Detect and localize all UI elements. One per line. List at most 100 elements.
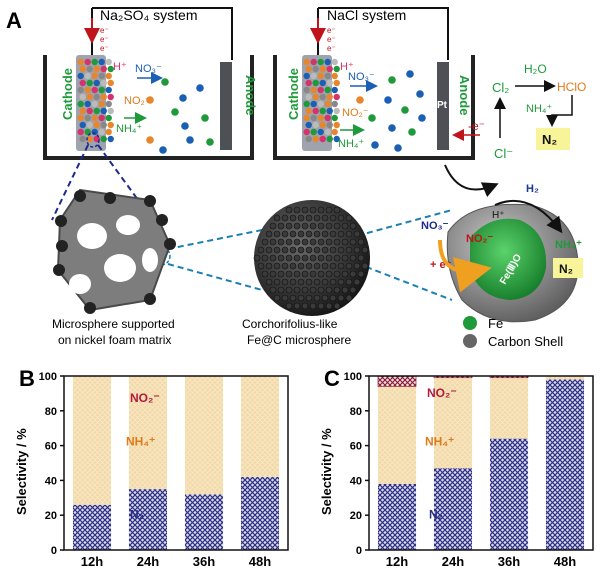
sphere-bump [253,254,261,262]
cathode-particle [333,79,340,87]
sphere-bump [301,302,309,310]
sphere-bump [273,278,281,286]
cathode-particle [107,107,114,115]
cathode-particle [91,100,98,108]
sphere-bump [277,254,285,262]
cathode-particle [98,72,105,80]
cathode-particle [326,107,333,115]
nacl-system-label: NaCl system [327,7,406,23]
sphere-bump [261,270,269,278]
legend-fe-swatch [463,316,477,330]
sphere-bump [289,278,297,286]
cathode-particle [79,93,86,101]
y-tick-label: 60 [45,441,57,453]
sphere-bump [337,278,345,286]
legend-carbon-label: Carbon Shell [488,334,563,349]
sphere-bump [277,222,285,230]
cathode-particle [331,86,338,94]
bar-segment [128,489,168,550]
sphere-bump [285,206,293,214]
cathode-particle [77,86,84,94]
mech-n2-label: N₂ [559,262,573,276]
na2so4-cell: Na₂SO₄ system e⁻ e⁻ e⁻ Cathode Anode H⁺ … [43,7,258,160]
sphere-bump [285,286,293,294]
bar-segment [377,386,417,484]
cathode-particle [77,128,84,136]
cathode-particle [319,135,326,143]
series-label-n2: N₂ [429,508,443,522]
cathode-particle [91,114,98,122]
sphere-bump [289,262,297,270]
sphere-bump [349,238,357,246]
sphere-bump [321,214,329,222]
cathode-particle [91,58,98,66]
sphere-bump [317,270,325,278]
cathode-particle [77,72,84,80]
left-beaker [43,55,254,160]
sphere-bump [329,214,337,222]
sphere-bump [337,262,345,270]
foam-microsphere [53,264,65,276]
sphere-bump [297,214,305,222]
y-tick-label: 20 [45,510,57,522]
left-nh4-label: NH₄⁺ [116,123,142,135]
sphere-bump [281,230,289,238]
cl-return-arrow [444,164,499,198]
left-anode-label: Anode [243,75,258,115]
cathode-particle [93,107,100,115]
cathode-particle [333,121,340,129]
sphere-bump [317,206,325,214]
x-tick-label: 48h [554,554,576,569]
sphere-bump [305,230,313,238]
cathode-particle [324,114,331,122]
bar-segment [377,375,417,387]
material-legend: Fe Carbon Shell [463,316,563,349]
cathode-particle [317,86,324,94]
cathode-particle [317,100,324,108]
sphere-bump [317,302,325,310]
foam-microsphere [156,214,168,226]
sphere-bump [285,270,293,278]
sphere-bump [321,278,329,286]
right-no2-label: NO₂⁻ [342,107,369,119]
cathode-particle [305,79,312,87]
sphere-bump [265,262,273,270]
plot-frame [63,375,289,551]
sphere-bump [297,278,305,286]
cathode-particle [84,100,91,108]
cathode-particle [91,86,98,94]
foam-microsphere [164,238,176,250]
cathode-particle [100,93,107,101]
na2so4-system-label: Na₂SO₄ system [100,7,198,23]
sphere-bump [305,262,313,270]
sphere-bump [297,262,305,270]
sphere-bump [337,246,345,254]
cathode-particle [317,128,324,136]
pt-label: Pt [437,100,448,111]
sphere-bump [313,278,321,286]
bar-segment [545,379,585,550]
left-no3-label: NO₃⁻ [135,63,162,75]
ion-dot [196,84,204,92]
sphere-bump [293,222,301,230]
mech-no3-label: NO₃⁻ [421,220,449,232]
sphere-bump [329,294,337,302]
y-tick-label: 100 [39,371,57,383]
y-tick-label: 80 [45,406,57,418]
x-tick-label: 36h [193,554,215,569]
ion-dot [159,146,167,154]
cathode-particle [324,72,331,80]
sphere-bump [297,294,305,302]
cathode-particle [319,121,326,129]
cathode-particle [107,121,114,129]
cathode-particle [324,58,331,66]
cathode-particle [93,121,100,129]
fe-core [470,218,547,300]
left-solution-ions [146,78,214,154]
sphere-bump [273,214,281,222]
right-nh4-label: NH₄⁺ [338,138,364,150]
foam-microsphere [55,215,67,227]
ion-dot [371,141,379,149]
